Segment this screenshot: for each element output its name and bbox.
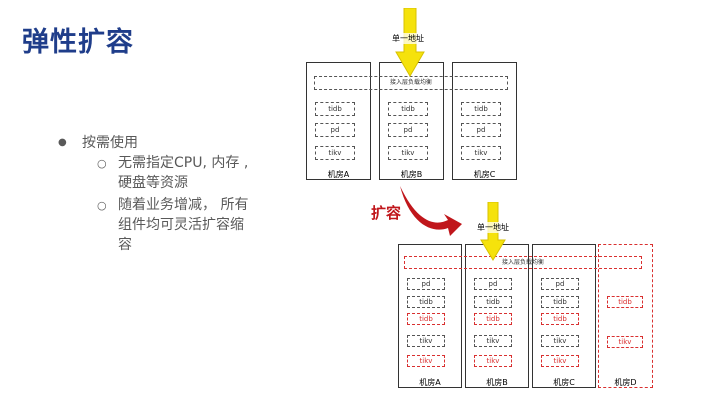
room-a-tidb-top: tidb [315, 102, 355, 116]
room-b-tikv-top: tikv [388, 146, 428, 160]
entry-label-bottom: 单一地址 [476, 222, 510, 233]
room-b-label-bottom: 机房B [486, 378, 508, 387]
load-balancer-bottom: 接入层负载均衡 [404, 256, 642, 269]
sub-bullet-1-line1: 无需指定CPU, 内存 , [118, 155, 249, 171]
sub-bullet-2-line1: 随着业务增减， 所有 [118, 197, 249, 213]
sub-bullet-circle-1: ○ [97, 157, 107, 170]
expand-label: 扩容 [371, 204, 402, 222]
sub-bullet-circle-2: ○ [97, 199, 107, 212]
entry-label-top: 单一地址 [391, 33, 425, 44]
room-d-tikv-new: tikv [607, 336, 643, 348]
room-a-tidb-new: tidb [407, 313, 445, 325]
room-c-label-top: 机房C [473, 170, 496, 179]
bullet-dot: ● [58, 137, 67, 148]
sub-bullet-2-line2: 组件均可灵活扩容缩 [118, 217, 244, 233]
room-a-label-top: 机房A [327, 170, 350, 179]
room-c-label-bottom: 机房C [553, 378, 575, 387]
room-b-tikv-bottom: tikv [474, 335, 512, 347]
room-c-pd-top: pd [461, 123, 501, 137]
room-b-pd-top: pd [388, 123, 428, 137]
load-balancer-top: 接入层负载均衡 [314, 76, 508, 90]
room-a-tidb-bottom: tidb [407, 296, 445, 308]
expand-arrow-icon [400, 186, 462, 236]
room-b-tidb-top: tidb [388, 102, 428, 116]
room-c-tidb-bottom: tidb [541, 296, 579, 308]
sub-bullet-1-line2: 硬盘等资源 [118, 175, 188, 191]
room-c-tidb-top: tidb [461, 102, 501, 116]
room-c-tikv-bottom: tikv [541, 335, 579, 347]
room-b-label-top: 机房B [400, 170, 423, 179]
page-title: 弹性扩容 [22, 27, 134, 58]
bullet-main: 按需使用 [82, 135, 138, 151]
room-b-top [379, 62, 444, 180]
room-c-top [452, 62, 517, 180]
room-a-pd-bottom: pd [407, 278, 445, 290]
sub-bullet-2-line3: 容 [118, 237, 132, 253]
room-a-top [306, 62, 371, 180]
room-a-label-bottom: 机房A [419, 378, 441, 387]
room-a-tikv-bottom: tikv [407, 335, 445, 347]
room-c-tikv-new: tikv [541, 355, 579, 367]
room-b-tikv-new: tikv [474, 355, 512, 367]
room-b-tidb-bottom: tidb [474, 296, 512, 308]
room-c-tidb-new: tidb [541, 313, 579, 325]
room-d-tidb-new: tidb [607, 296, 643, 308]
room-b-tidb-new: tidb [474, 313, 512, 325]
room-c-tikv-top: tikv [461, 146, 501, 160]
room-a-pd-top: pd [315, 123, 355, 137]
room-b-pd-bottom: pd [474, 278, 512, 290]
room-d-label-bottom: 机房D [614, 378, 637, 387]
room-a-tikv-top: tikv [315, 146, 355, 160]
room-c-pd-bottom: pd [541, 278, 579, 290]
room-a-tikv-new: tikv [407, 355, 445, 367]
